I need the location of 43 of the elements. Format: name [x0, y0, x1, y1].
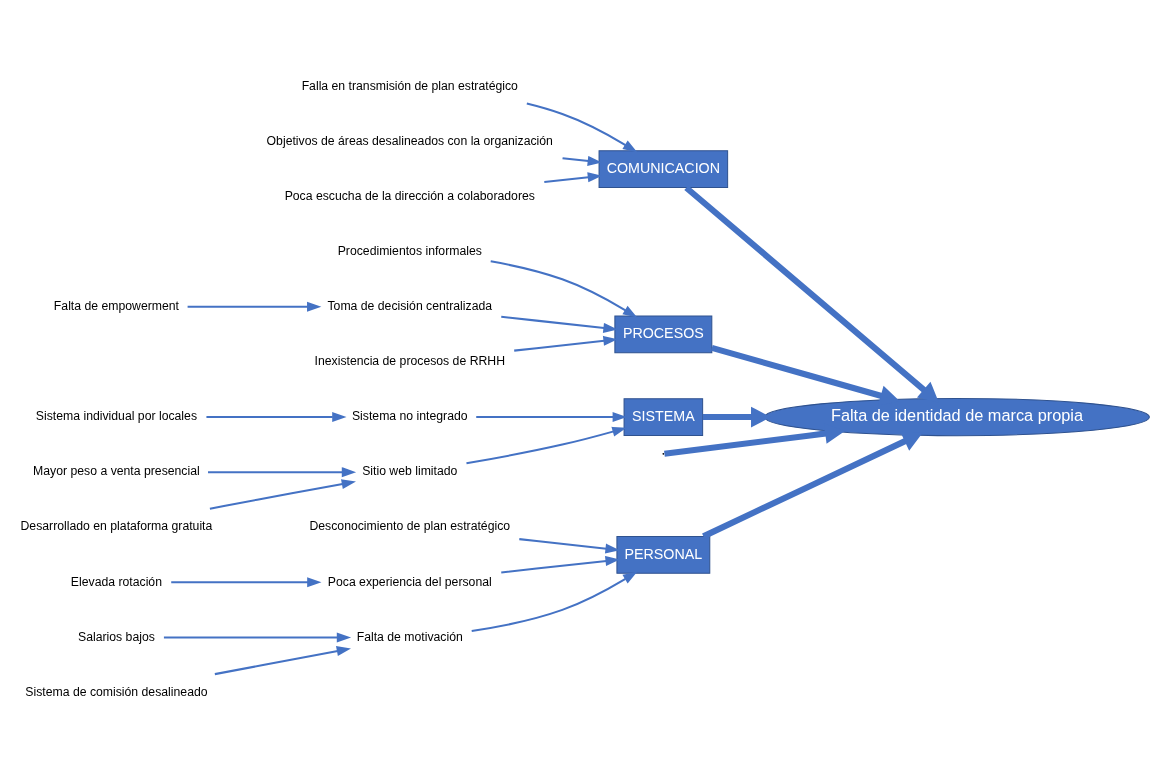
arrow [206, 411, 347, 422]
node-text: Toma de decisión centralizada [327, 298, 493, 313]
arrow [208, 466, 357, 477]
node-text: Inexistencia de procesos de RRHH [314, 353, 505, 368]
arrow [526, 102, 638, 152]
arrow [214, 645, 351, 675]
node-text: Poca escucha de la dirección a colaboradores [284, 188, 535, 203]
node-text: Poca experiencia del personal [327, 574, 492, 589]
node-text: Desconocimiento de plan estratégico [309, 518, 511, 533]
arrow [501, 555, 620, 573]
arrow [702, 431, 923, 539]
arrow [471, 571, 638, 632]
node-box: PROCESOS [614, 315, 713, 353]
node-text: Sitio web limitado [362, 463, 458, 478]
node-text: Sistema individual por locales [35, 408, 198, 423]
node-text: Elevada rotación [70, 574, 162, 589]
arrow [171, 576, 322, 587]
arrow [501, 315, 618, 333]
node-text: Falta de empowerment [53, 298, 179, 313]
arrow [209, 478, 356, 510]
node-box: COMUNICACION [598, 149, 729, 188]
arrow [187, 301, 322, 312]
arrow [514, 335, 618, 352]
node-box: SISTEMA [623, 397, 704, 436]
node-text: Falla en transmisión de plan estratégico [301, 78, 518, 93]
node-text: Sistema de comisión desalineado [25, 684, 208, 699]
node-text: Salarios bajos [77, 629, 155, 644]
node-text: Desarrollado en plataforma gratuita [20, 518, 213, 533]
arrow [519, 537, 620, 554]
arrow [562, 155, 602, 166]
arrow [466, 426, 627, 464]
node-ellipse: Falta de identidad de marca propia [764, 397, 1150, 436]
arrow [490, 259, 638, 317]
node-text: Procedimientos informales [337, 243, 482, 258]
arrow [163, 631, 352, 642]
node-box: PERSONAL [616, 535, 711, 574]
node-text: Mayor peso a venta presencial [33, 463, 200, 478]
node-text: Falta de motivación [356, 629, 463, 644]
arrow [476, 411, 627, 422]
arrow [684, 184, 939, 402]
node-text: Objetivos de áreas desalineados con la organización [266, 133, 553, 148]
node-text: Sistema no integrado [351, 408, 468, 423]
arrow [544, 171, 603, 183]
